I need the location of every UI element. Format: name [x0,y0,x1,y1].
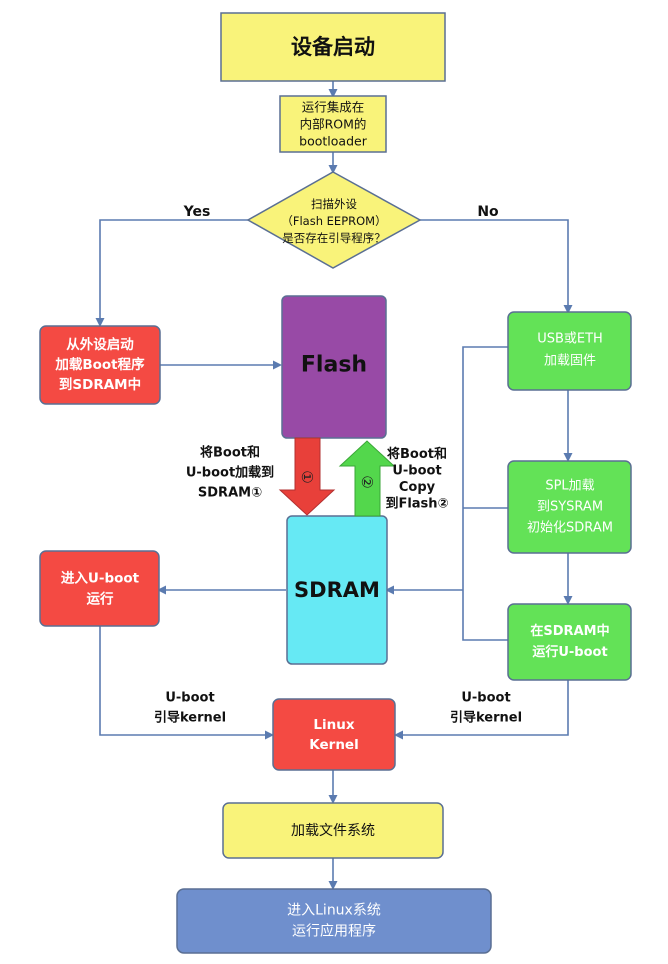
linux-box [176,888,492,954]
text-line: 运行U-boot [532,644,607,660]
text-line: 运行集成在 [302,100,365,115]
enter-uboot-text: 进入U-boot 运行 [61,571,140,608]
text-line: 将Boot和 [387,446,447,462]
up-arrow-green [338,440,396,517]
text-line: Linux [313,717,354,733]
text-line: 运行应用程序 [292,923,376,940]
uboot-kernel-left-label: U-boot 引导kernel [154,691,226,726]
text-line: Kernel [309,737,358,753]
text-line: 引导kernel [450,711,522,726]
text-line: 加载固件 [544,354,596,369]
linux-text: 进入Linux系统运行应用程序 [287,903,381,940]
rom-text: 运行集成在内部ROM的 bootloader [299,100,368,149]
text-line: 初始化SDRAM [527,521,613,536]
enter-uboot-box [39,550,160,627]
arrow2-text: ② [358,475,376,488]
down-arrow-red [278,437,336,516]
text-line: SPL加载 [545,479,594,494]
start-text: 设备启动 [291,35,375,59]
text-line: U-boot加载到 [186,465,274,481]
start-box [220,12,446,82]
rom-box [279,95,387,153]
spl-text: SPL加载到SYSRAM 初始化SDRAM [527,479,613,536]
sdram-box [286,515,388,665]
edge-uboot-kernel [99,626,274,740]
fs-text: 加载文件系统 [291,823,375,839]
text-line: bootloader [299,134,368,149]
arrow2-badge: ② [358,475,376,488]
flash-box [281,295,387,439]
text-line: 进入U-boot [61,571,140,587]
text-line: 是否存在引导程序？ [282,231,386,245]
connectors [95,81,573,890]
edge-branch-collector [462,346,508,641]
text-line: Flash [301,353,367,378]
text-line: 从外设启动 [66,336,134,353]
usb-text: USB或ETH 加载固件 [537,332,603,369]
text-line: 在SDRAM中 [530,623,609,639]
edge-run-kernel [394,680,569,740]
run-sdram-box [507,603,632,681]
text-line: （Flash EEPROM） [281,214,386,228]
text-line: 运行 [87,591,114,608]
edge-no [420,219,573,314]
yes-label: Yes [183,204,211,220]
text-line: U-boot [461,691,510,706]
fs-box [222,802,444,859]
text-line: U-boot [165,691,214,706]
load-to-sdram-label: 将Boot和 U-boot加载到 SDRAM① [186,445,274,501]
text-line: 到SDRAM中 [59,376,141,393]
text-line: 引导kernel [154,711,226,726]
arrow1-badge: ① [298,470,316,483]
load-ext-text: 从外设启动加载Boot程序到SDRAM中 [54,336,145,393]
text-line: SDRAM① [198,486,262,501]
text-line: USB或ETH [537,332,603,347]
flash-text: Flash [301,353,367,378]
text-line: 内部ROM的 [300,117,367,132]
load-ext-box [39,325,161,405]
text-line: 到SYSRAM [537,500,603,515]
text-line: SDRAM [294,578,380,602]
text-line: 设备启动 [291,35,375,59]
decision-diamond [246,171,422,269]
text-line: 加载文件系统 [291,823,375,839]
text-line: 扫描外设 [311,197,357,211]
arrow1-text: ① [298,470,316,483]
text-line: 到Flash② [385,496,448,511]
usb-box [507,311,632,391]
no-label: No [477,204,499,220]
text-line: Copy [399,480,436,495]
kernel-box [272,698,396,771]
text-line: 加载Boot程序 [54,356,145,373]
edge-yes [95,219,248,327]
text-line: 进入Linux系统 [287,903,381,919]
sdram-text: SDRAM [294,578,380,602]
text-line: U-boot [392,463,441,478]
run-sdram-text: 在SDRAM中运行U-boot [530,623,609,660]
uboot-kernel-right-label: U-boot 引导kernel [450,691,522,726]
decision-text: 扫描外设 （Flash EEPROM） 是否存在引导程序？ [281,197,386,245]
text-line: 将Boot和 [200,445,260,461]
spl-box [507,460,632,554]
